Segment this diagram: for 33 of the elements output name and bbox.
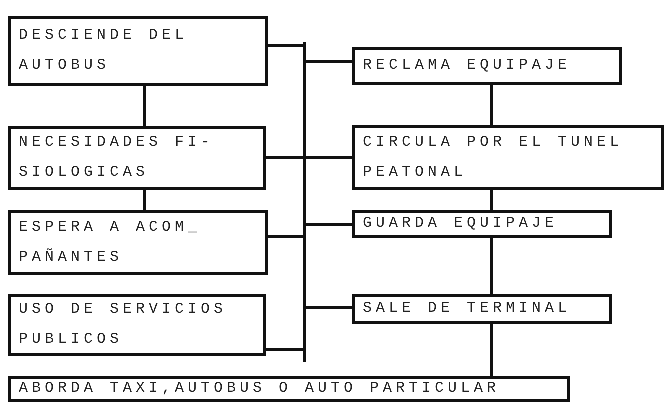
box-text: NECESIDADES FI- SIOLOGICAS [19,133,216,183]
process-box [8,210,268,275]
process-box [352,294,612,324]
process-box [352,210,612,238]
connector-line [305,60,352,64]
process-box [8,16,268,86]
box-text: DESCIENDE DEL AUTOBUS [19,26,190,76]
connector-line [268,44,305,48]
box-text: GUARDA EQUIPAJE [363,214,558,234]
connector-line [305,306,352,310]
connector-line [490,324,494,376]
box-text: CIRCULA POR EL TUNEL PEATONAL [363,132,624,182]
process-box [8,376,570,402]
process-box [8,294,266,356]
box-text: ESPERA A ACOM_ PAÑANTES [19,218,202,268]
connector-line [144,190,146,210]
process-box [352,125,664,190]
connector-line [266,156,305,160]
box-text: ABORDA TAXI,AUTOBUS O AUTO PARTICULAR [19,379,500,399]
box-text: USO DE SERVICIOS PUBLICOS [19,300,228,350]
box-text: SALE DE TERMINAL [363,299,572,319]
connector-line [490,238,494,294]
connector-line [144,86,146,126]
connector-line [490,85,494,125]
process-box [352,47,622,85]
connector-line [266,348,305,352]
connector-line [490,190,494,210]
connector-line [304,42,306,362]
box-text: RECLAMA EQUIPAJE [363,56,572,76]
process-box [8,126,266,190]
connector-line [268,236,305,238]
connector-line [305,156,352,160]
connector-line [305,224,352,226]
